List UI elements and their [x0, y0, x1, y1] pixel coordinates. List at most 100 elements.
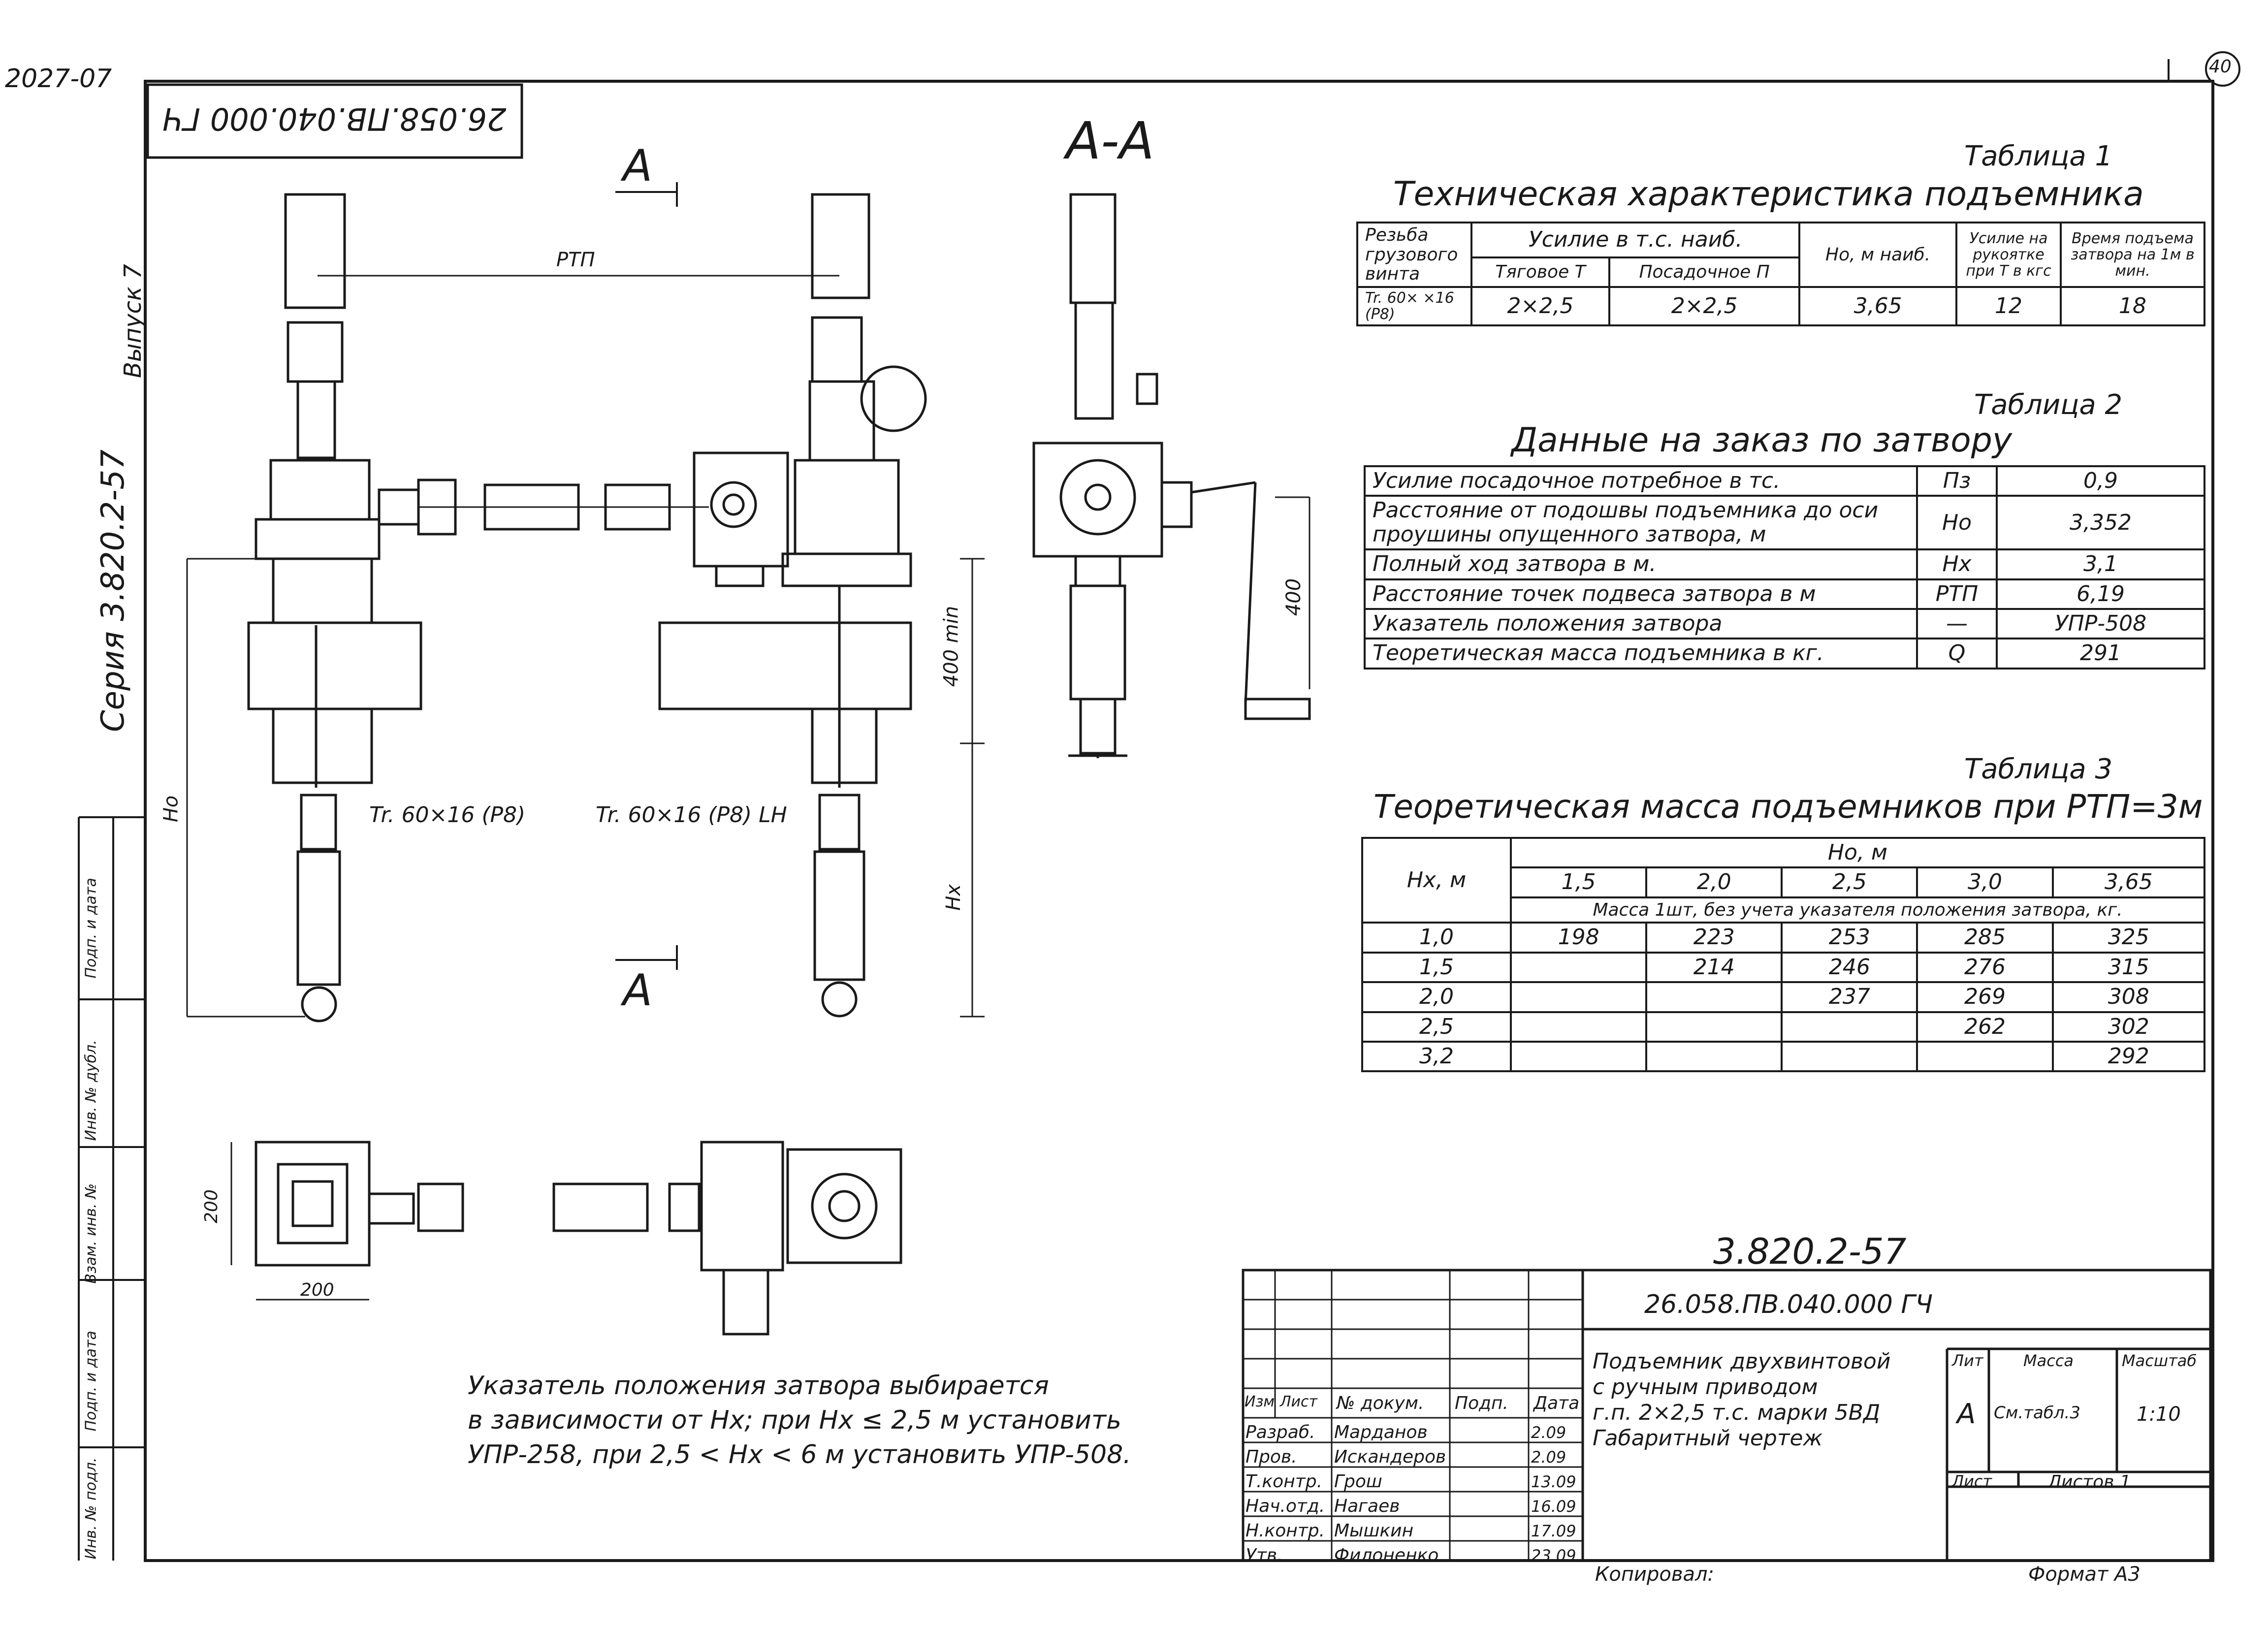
- mass-value: См.табл.3: [1994, 1403, 2080, 1423]
- t2-symbol: Пз: [1916, 465, 1998, 497]
- table1-caption: Таблица 1: [1964, 140, 2113, 172]
- name-line-3: г.п. 2×2,5 т.с. марки 5ВД: [1593, 1400, 1881, 1425]
- col-list: Лист: [1280, 1393, 1318, 1410]
- t2-symbol: Hо: [1916, 495, 1998, 551]
- lit-value: А: [1957, 1398, 1976, 1430]
- table1-title: Техническая характеристика подъемника: [1393, 175, 2144, 214]
- t2-symbol: —: [1916, 607, 1998, 640]
- copied-label: Копировал:: [1595, 1563, 1715, 1586]
- t1-ho: 3,65: [1798, 286, 1957, 326]
- lit-header: Лит: [1952, 1351, 1983, 1370]
- t1-h-time: Время подъема затвора на 1м в мин.: [2060, 222, 2205, 288]
- t3-cell: 315: [2051, 951, 2206, 984]
- date: 2.09: [1531, 1423, 1566, 1442]
- t3-cell: 253: [1781, 922, 1918, 954]
- t3-ho: 3,0: [1916, 866, 2054, 898]
- t3-cell: [1645, 1011, 1783, 1043]
- t3-ho: 2,5: [1781, 866, 1918, 898]
- t1-seating: 2×2,5: [1608, 286, 1801, 326]
- t1-h-seating: Посадочное П: [1608, 256, 1801, 288]
- t2-symbol: Q: [1916, 638, 1998, 670]
- t3-ho: 3,65: [2051, 866, 2206, 898]
- date: 23.09: [1531, 1546, 1576, 1565]
- t3-cell: 262: [1916, 1011, 2054, 1043]
- col-sign: Подп.: [1455, 1393, 1508, 1413]
- t1-h-handle: Усилие на рукоятке при Т в кгс: [1955, 222, 2062, 288]
- col-izm: Изм: [1245, 1393, 1275, 1410]
- product-name: Подъемник двухвинтовой с ручным приводом…: [1593, 1349, 1890, 1451]
- date: 16.09: [1531, 1497, 1576, 1516]
- note-block: Указатель положения затвора выбирается в…: [468, 1369, 1131, 1472]
- t2-name: Усилие посадочное потребное в тс.: [1364, 465, 1918, 497]
- section-mark-bottom: A: [623, 965, 653, 1016]
- t3-cell: 325: [2051, 922, 2206, 954]
- person-row: Разраб.Марданов: [1246, 1422, 1428, 1442]
- t2-value: 6,19: [1996, 578, 2205, 610]
- sheets-label: Листов 1: [2048, 1472, 2131, 1492]
- page-number: 40: [2209, 57, 2232, 77]
- t1-h-ho: Hо, м наиб.: [1798, 222, 1957, 288]
- mass-header: Масса: [2023, 1351, 2074, 1370]
- note-line-1: Указатель положения затвора выбирается: [468, 1371, 1049, 1401]
- t3-cell: 302: [2051, 1011, 2206, 1043]
- t2-name: Расстояние от подошвы подъемника до оси …: [1364, 495, 1918, 551]
- t3-cell: 198: [1509, 922, 1648, 954]
- table2: Усилие посадочное потребное в тс. Пз 0,9…: [1364, 465, 2205, 670]
- t1-traction: 2×2,5: [1470, 286, 1610, 326]
- t3-cell: 269: [1916, 981, 2054, 1013]
- thread-left: Tr. 60×16 (P8): [369, 802, 526, 828]
- t2-value: УПР-508: [1996, 607, 2205, 640]
- section-title: A-A: [1066, 111, 1154, 171]
- person-row: Н.контр.Мышкин: [1246, 1521, 1414, 1541]
- t3-cell: [1509, 1040, 1648, 1073]
- t3-cell: 214: [1645, 951, 1783, 984]
- t3-cell: 246: [1781, 951, 1918, 984]
- t1-h-force: Усилие в т.с. наиб.: [1470, 222, 1801, 258]
- table3: Hx, м Hо, м 1,5 2,0 2,5 3,0 3,65 Масса 1…: [1361, 836, 2206, 1073]
- date: 2.09: [1531, 1448, 1566, 1467]
- person-row: Пров.Искандеров: [1246, 1447, 1446, 1467]
- t3-ho-header: Hо, м: [1510, 836, 2205, 869]
- format-label: Формат А3: [2028, 1563, 2140, 1586]
- t2-name: Полный ход затвора в м.: [1364, 548, 1918, 580]
- t3-hx: 1,5: [1361, 951, 1512, 984]
- t2-symbol: РТП: [1916, 578, 1998, 610]
- t3-cell: [1781, 1040, 1918, 1073]
- person-row: Утв.Филоненко: [1246, 1545, 1439, 1565]
- note-line-2: в зависимости от Hx; при Hx ≤ 2,5 м уста…: [468, 1405, 1121, 1435]
- t3-cell: 237: [1781, 981, 1918, 1013]
- t3-cell: [1645, 981, 1783, 1013]
- person-row: Т.контр.Грош: [1246, 1471, 1382, 1492]
- person-row: Нач.отд.Нагаев: [1246, 1496, 1400, 1516]
- t3-cell: 223: [1645, 922, 1783, 954]
- t3-mass-header: Масса 1шт, без учета указателя положения…: [1510, 896, 2205, 924]
- table2-title: Данные на заказ по затвору: [1511, 421, 2012, 460]
- t3-ho: 1,5: [1509, 866, 1648, 898]
- t2-value: 3,352: [1996, 495, 2205, 551]
- t1-time: 18: [2060, 286, 2205, 326]
- t3-hx: 1,0: [1361, 922, 1512, 954]
- people-list: Разраб.Марданов Пров.Искандеров Т.контр.…: [1246, 1420, 1526, 1568]
- t1-h-traction: Тяговое Т: [1470, 256, 1610, 288]
- doc-code: 26.058.ПВ.040.000 ГЧ: [1644, 1290, 1933, 1319]
- t2-value: 0,9: [1996, 465, 2205, 497]
- table3-title: Теоретическая масса подъемников при РТП=…: [1374, 788, 2203, 826]
- name-line-1: Подъемник двухвинтовой: [1593, 1349, 1891, 1374]
- scale-value: 1:10: [2137, 1403, 2181, 1426]
- col-date: Дата: [1533, 1393, 1580, 1413]
- name-line-4: Габаритный чертеж: [1593, 1426, 1823, 1451]
- date: 13.09: [1531, 1472, 1576, 1491]
- front-view-drawing: [186, 182, 1311, 1336]
- t3-hx: 2,0: [1361, 981, 1512, 1013]
- scale-header: Масштаб: [2122, 1351, 2197, 1370]
- t3-cell: [1509, 951, 1648, 984]
- t1-thread: Tr. 60× ×16 (P8): [1356, 286, 1472, 326]
- table3-caption: Таблица 3: [1964, 753, 2113, 785]
- t3-cell: [1509, 1011, 1648, 1043]
- t2-value: 3,1: [1996, 548, 2205, 580]
- col-doc: № докум.: [1337, 1393, 1424, 1413]
- t3-ho: 2,0: [1645, 866, 1783, 898]
- t3-cell: 292: [2051, 1040, 2206, 1073]
- rtp-label: РТП: [556, 249, 595, 271]
